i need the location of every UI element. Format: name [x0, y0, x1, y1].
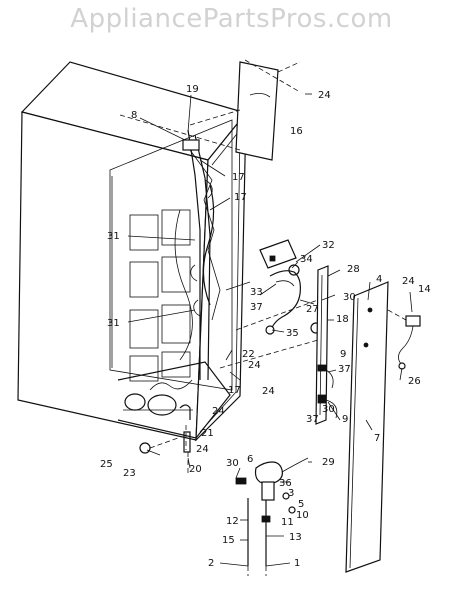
callout-2: 2	[208, 558, 214, 569]
panel-16	[119, 59, 301, 161]
callout-8: 8	[131, 110, 137, 121]
callout-33: 33	[250, 287, 263, 298]
callout-17: 17	[228, 385, 241, 396]
callout-20: 20	[189, 464, 202, 475]
valve-assembly	[235, 457, 309, 576]
callout-4: 4	[376, 274, 382, 285]
callout-31: 31	[107, 318, 120, 329]
callout-32: 32	[322, 240, 335, 251]
callout-19: 19	[186, 84, 199, 95]
watermark-text: AppliancePartsPros.com	[70, 4, 393, 34]
bracket-34	[259, 239, 297, 269]
callout-13: 13	[289, 532, 302, 543]
callout-12: 12	[226, 516, 239, 527]
callout-7: 7	[374, 433, 380, 444]
callout-1: 1	[294, 558, 300, 569]
callout-24: 24	[196, 444, 209, 455]
callout-30: 30	[226, 458, 239, 469]
callout-11: 11	[281, 517, 294, 528]
callout-6: 6	[247, 454, 253, 465]
callout-37: 37	[306, 414, 319, 425]
callout-17: 17	[232, 172, 245, 183]
leader-lines	[127, 93, 413, 567]
part-25	[139, 437, 179, 454]
callout-35: 35	[286, 328, 299, 339]
callout-15: 15	[222, 535, 235, 546]
callout-26: 26	[408, 376, 421, 387]
callout-22: 22	[242, 349, 255, 360]
callout-23: 23	[123, 468, 136, 479]
callout-21: 21	[201, 428, 214, 439]
callout-5: 5	[298, 499, 304, 510]
callout-16: 16	[290, 126, 303, 137]
callout-3: 3	[288, 488, 294, 499]
callout-9: 9	[340, 349, 346, 360]
fitting-21	[179, 404, 191, 476]
callout-labels: 19 8 24 16 17 17 31 34 32 28 4 24 14 33 …	[100, 84, 431, 569]
callout-30: 30	[343, 292, 356, 303]
callout-34: 34	[300, 254, 313, 265]
callout-27: 27	[306, 304, 319, 315]
callout-24: 24	[402, 276, 415, 287]
callout-14: 14	[418, 284, 431, 295]
callout-31: 31	[107, 231, 120, 242]
callout-36: 36	[279, 478, 292, 489]
callout-10: 10	[296, 510, 309, 521]
callout-24: 24	[248, 360, 261, 371]
callout-24: 24	[212, 406, 225, 417]
callout-29: 29	[322, 457, 335, 468]
callout-37: 37	[250, 302, 263, 313]
callout-28: 28	[347, 264, 360, 275]
machine-compartment	[117, 361, 231, 439]
callout-17: 17	[234, 192, 247, 203]
water-tubing	[174, 129, 221, 381]
callout-9: 9	[342, 414, 348, 425]
callout-24: 24	[318, 90, 331, 101]
callout-30: 30	[322, 404, 335, 415]
bracket-18	[219, 265, 338, 425]
heater-14	[387, 309, 421, 370]
callout-24: 24	[262, 386, 275, 397]
callout-37: 37	[338, 364, 351, 375]
callout-18: 18	[336, 314, 349, 325]
panel-7	[345, 281, 389, 573]
callout-25: 25	[100, 459, 113, 470]
